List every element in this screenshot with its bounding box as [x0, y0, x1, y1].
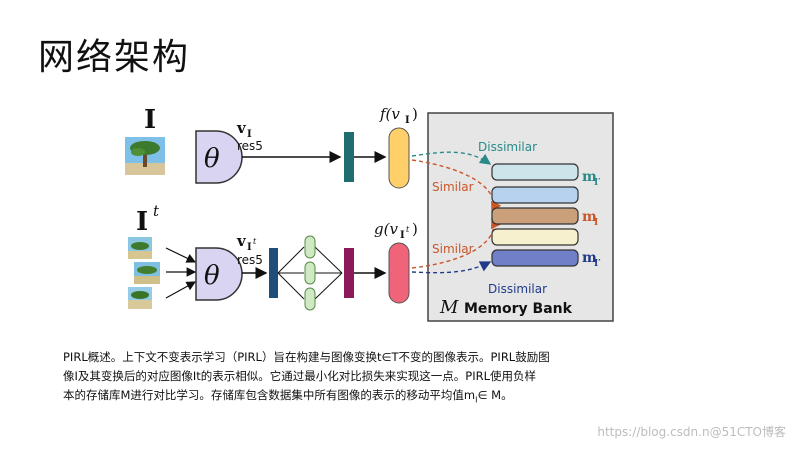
theta-bottom-label: θ — [204, 261, 220, 291]
dissimilar-bottom-label: Dissimilar — [488, 282, 547, 296]
caption-line-3-text: 本的存储库M进行对比学习。存储库包含数据集中所有图像的表示的移动平均值m — [63, 388, 476, 402]
g-label-sub: I — [400, 230, 405, 241]
projection-bar-bottom — [344, 248, 354, 298]
bank-row-3 — [491, 207, 579, 225]
caption-line-3-end: ∈ M。 — [477, 388, 513, 402]
caption-line-3-sub: I — [475, 395, 478, 405]
input-top-label: I — [144, 105, 156, 135]
m-mid-label: m — [582, 209, 597, 225]
m-mid-sub: I — [594, 218, 598, 228]
input-image-stack — [128, 237, 160, 309]
v-bottom-sup: t — [253, 237, 257, 246]
g-label: g(v — [374, 220, 398, 238]
watermark: https://blog.csdn.n@51CTO博客 — [597, 425, 786, 439]
bank-row-5 — [491, 249, 579, 267]
caption-line-2: 像I及其变换后的对应图像It的表示相似。它通过最小化对比损失来实现这一点。PIR… — [63, 369, 537, 383]
caption: PIRL概述。上下文不变表示学习（PIRL）旨在构建与图像变换t∈T不变的图像表… — [63, 348, 703, 409]
input-bottom-label: I — [136, 207, 148, 237]
g-embedding — [388, 242, 410, 304]
f-label: f(v — [379, 105, 400, 123]
memory-bank-symbol: M — [439, 297, 459, 318]
projection-bar-top — [344, 132, 354, 182]
encoder-theta-bottom — [195, 247, 243, 301]
f-label-end: ) — [412, 105, 418, 123]
input-image-top — [125, 137, 165, 175]
f-embedding — [388, 127, 410, 189]
m-bot-sub: I′ — [594, 259, 601, 269]
memory-bank-label: Memory Bank — [464, 301, 573, 317]
patch-feature-bar — [269, 248, 278, 298]
res5-bottom-label: res5 — [237, 253, 263, 267]
page-title: 网络架构 — [38, 37, 191, 78]
similar-top-label: Similar — [432, 180, 474, 194]
f-label-sub: I — [405, 115, 410, 126]
v-bottom-sub: I — [247, 242, 252, 253]
bank-row-4 — [491, 228, 579, 246]
v-top-label: v — [236, 119, 247, 137]
dissimilar-top-label: Dissimilar — [478, 140, 537, 154]
theta-top-label: θ — [204, 144, 220, 174]
encoder-theta-top — [195, 130, 243, 184]
caption-line-1: PIRL概述。上下文不变表示学习（PIRL）旨在构建与图像变换t∈T不变的图像表… — [63, 350, 550, 364]
v-bottom-label: v — [236, 232, 247, 250]
patch-node-1 — [304, 235, 316, 259]
patch-node-2 — [304, 261, 316, 285]
caption-line-3: 本的存储库M进行对比学习。存储库包含数据集中所有图像的表示的移动平均值mI∈ M… — [63, 386, 703, 409]
patch-node-3 — [304, 287, 316, 311]
bank-row-1 — [491, 163, 579, 181]
bank-row-2 — [491, 186, 579, 204]
g-label-sup: t — [406, 225, 410, 234]
similar-bottom-label: Similar — [432, 242, 474, 256]
m-top-sub: I′ — [594, 178, 601, 188]
m-top-label: m — [582, 169, 597, 185]
m-bot-label: m — [582, 250, 597, 266]
input-bottom-sup: t — [153, 202, 160, 220]
res5-top-label: res5 — [237, 139, 263, 153]
g-label-end: ) — [412, 220, 418, 238]
v-top-sub: I — [247, 129, 252, 140]
